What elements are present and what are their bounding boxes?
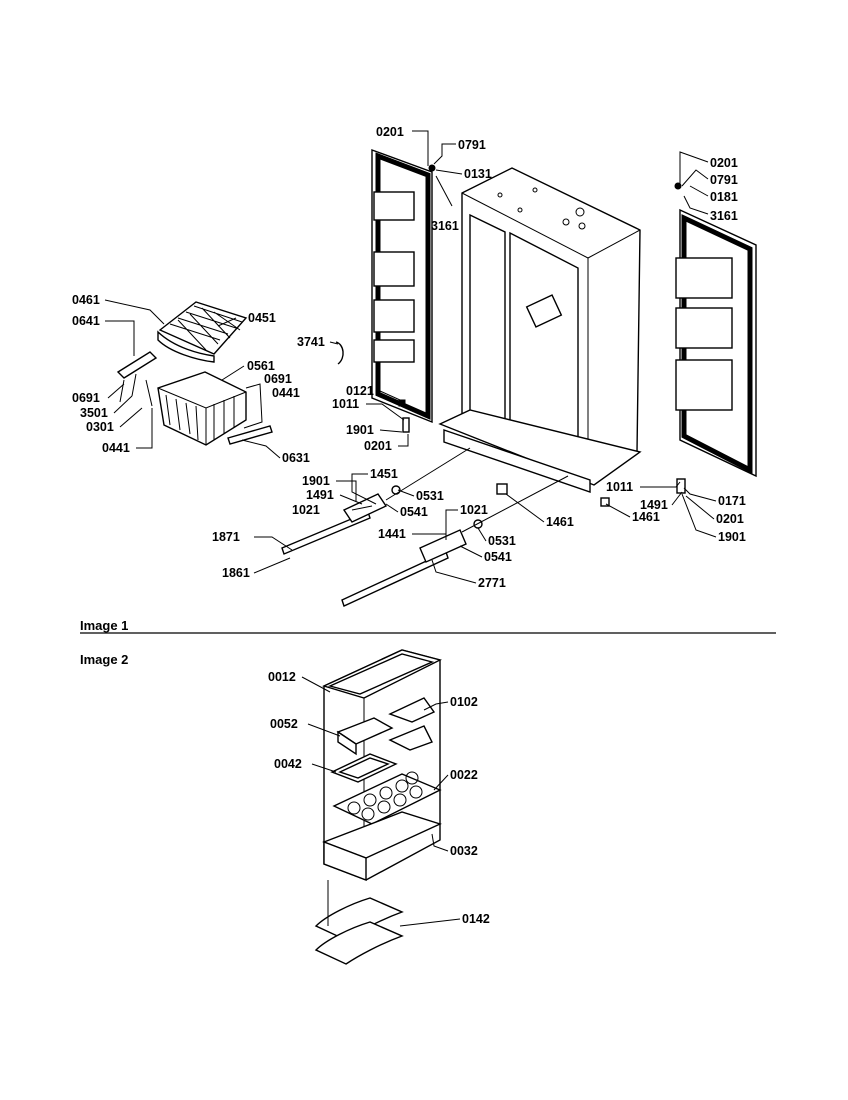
label-1441: 1441: [378, 527, 406, 541]
freezer-door: [371, 148, 433, 424]
label-2771: 2771: [478, 576, 506, 590]
label-1011: 1011: [606, 480, 633, 494]
label-0441: 0441: [272, 386, 300, 400]
label-1461: 1461: [632, 510, 660, 524]
label-0691: 0691: [72, 391, 100, 405]
label-1021: 1021: [292, 503, 320, 517]
fresh-food-door: [675, 208, 757, 478]
label-0022: 0022: [450, 768, 478, 782]
label-0461: 0461: [72, 293, 100, 307]
label-0301: 0301: [86, 420, 114, 434]
part-labels: 0201 0791 0131 3161 0201 0791 0181 3161 …: [72, 125, 746, 926]
label-0131: 0131: [464, 167, 492, 181]
label-3501: 3501: [80, 406, 108, 420]
label-0541: 0541: [484, 550, 512, 564]
label-0441: 0441: [102, 441, 130, 455]
wire-basket: [157, 371, 247, 446]
label-1901: 1901: [302, 474, 330, 488]
label-1491: 1491: [306, 488, 334, 502]
label-0561: 0561: [247, 359, 275, 373]
label-3161: 3161: [710, 209, 738, 223]
label-0691: 0691: [264, 372, 292, 386]
label-3741: 3741: [297, 335, 325, 349]
label-1871: 1871: [212, 530, 240, 544]
left-rail-parts: [116, 351, 273, 445]
wire-shelf: [157, 301, 248, 363]
label-0791: 0791: [710, 173, 738, 187]
label-0641: 0641: [72, 314, 100, 328]
leveler-rods: [281, 447, 569, 607]
hinge-parts: [335, 164, 686, 529]
label-0201: 0201: [364, 439, 392, 453]
label-0012: 0012: [268, 670, 296, 684]
label-1011: 1011: [332, 397, 359, 411]
label-1901: 1901: [346, 423, 374, 437]
refrigerator-cabinet: [438, 167, 642, 493]
label-1901: 1901: [718, 530, 746, 544]
label-0121: 0121: [346, 384, 374, 398]
door-liner-assembly: [314, 649, 442, 965]
label-1491: 1491: [640, 498, 668, 512]
label-1021: 1021: [460, 503, 488, 517]
callout-leaders-2: [301, 676, 461, 927]
label-0531: 0531: [416, 489, 444, 503]
label-0171: 0171: [718, 494, 746, 508]
label-3161: 3161: [431, 219, 459, 233]
callout-leaders: [104, 130, 717, 584]
caption-image-2: Image 2: [80, 652, 128, 667]
label-0631: 0631: [282, 451, 310, 465]
label-0102: 0102: [450, 695, 478, 709]
label-0142: 0142: [462, 912, 490, 926]
label-0531: 0531: [488, 534, 516, 548]
label-1861: 1861: [222, 566, 250, 580]
label-0052: 0052: [270, 717, 298, 731]
label-0541: 0541: [400, 505, 428, 519]
label-0201: 0201: [716, 512, 744, 526]
label-1461: 1461: [546, 515, 574, 529]
label-0201: 0201: [376, 125, 404, 139]
label-0451: 0451: [248, 311, 276, 325]
label-0791: 0791: [458, 138, 486, 152]
caption-image-1: Image 1: [80, 618, 128, 633]
label-0032: 0032: [450, 844, 478, 858]
label-0042: 0042: [274, 757, 302, 771]
label-0181: 0181: [710, 190, 738, 204]
label-1451: 1451: [370, 467, 398, 481]
label-0201: 0201: [710, 156, 738, 170]
